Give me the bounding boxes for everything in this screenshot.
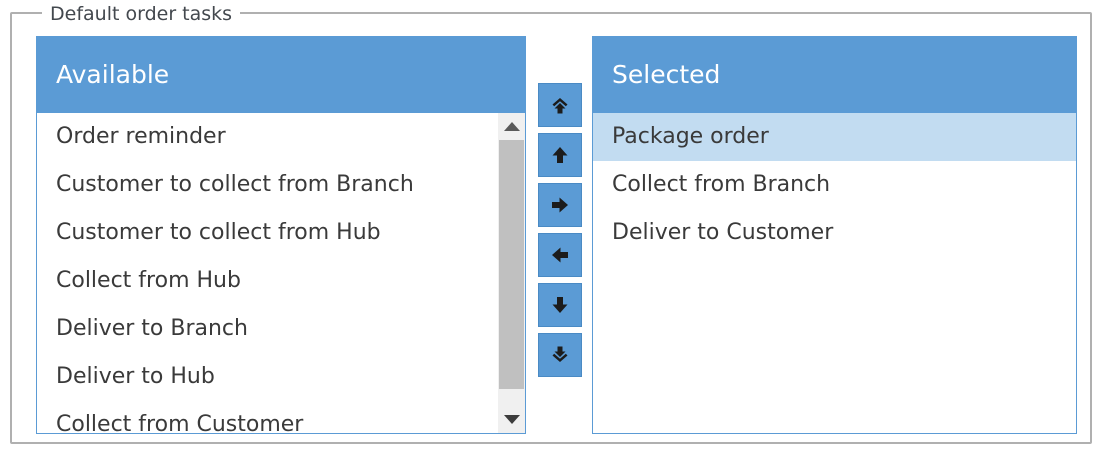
selected-panel-header: Selected: [593, 37, 1076, 113]
triangle-down-icon: [503, 415, 520, 424]
double-chevron-down-arrow-icon: [552, 346, 568, 362]
selected-panel: Selected Package order Collect from Bran…: [592, 36, 1077, 434]
list-item[interactable]: Customer to collect from Hub: [56, 220, 381, 245]
move-all-up-button[interactable]: [538, 83, 582, 127]
add-button[interactable]: [538, 183, 582, 227]
double-chevron-up-arrow-icon: [552, 98, 568, 114]
available-panel-header: Available: [37, 37, 525, 113]
triangle-up-icon: [503, 122, 520, 131]
move-down-button[interactable]: [538, 283, 582, 327]
available-list-body: Order reminder Customer to collect from …: [37, 113, 525, 433]
arrow-left-icon: [552, 247, 568, 263]
list-item[interactable]: Collect from Hub: [56, 268, 241, 293]
default-order-tasks-fieldset: Default order tasks Available Order remi…: [10, 1, 1092, 444]
transfer-button-column: [538, 83, 584, 377]
list-item[interactable]: Order reminder: [56, 124, 226, 149]
move-all-down-button[interactable]: [538, 333, 582, 377]
list-item[interactable]: Collect from Branch: [612, 172, 831, 197]
list-item[interactable]: Deliver to Hub: [56, 364, 215, 389]
available-list-scrollbar[interactable]: [498, 113, 525, 433]
fieldset-legend: Default order tasks: [42, 1, 241, 27]
list-item[interactable]: Deliver to Branch: [56, 316, 248, 341]
available-list[interactable]: Order reminder Customer to collect from …: [37, 113, 525, 433]
scrollbar-thumb[interactable]: [499, 140, 524, 389]
arrow-up-icon: [552, 147, 568, 163]
selected-list[interactable]: Package order Collect from Branch Delive…: [593, 113, 1076, 433]
list-item[interactable]: Customer to collect from Branch: [56, 172, 414, 197]
selected-list-body: Package order Collect from Branch Delive…: [593, 113, 1076, 433]
remove-button[interactable]: [538, 233, 582, 277]
scrollbar-up-button[interactable]: [498, 113, 525, 140]
arrow-right-icon: [552, 197, 568, 213]
scrollbar-down-button[interactable]: [498, 406, 525, 433]
list-item[interactable]: Collect from Customer: [56, 412, 304, 433]
available-panel: Available Order reminder Customer to col…: [36, 36, 526, 434]
list-item[interactable]: Deliver to Customer: [612, 220, 834, 245]
arrow-down-icon: [552, 297, 568, 313]
move-up-button[interactable]: [538, 133, 582, 177]
list-item[interactable]: Package order: [593, 113, 1076, 161]
dual-list-selector: Available Order reminder Customer to col…: [12, 14, 1090, 442]
